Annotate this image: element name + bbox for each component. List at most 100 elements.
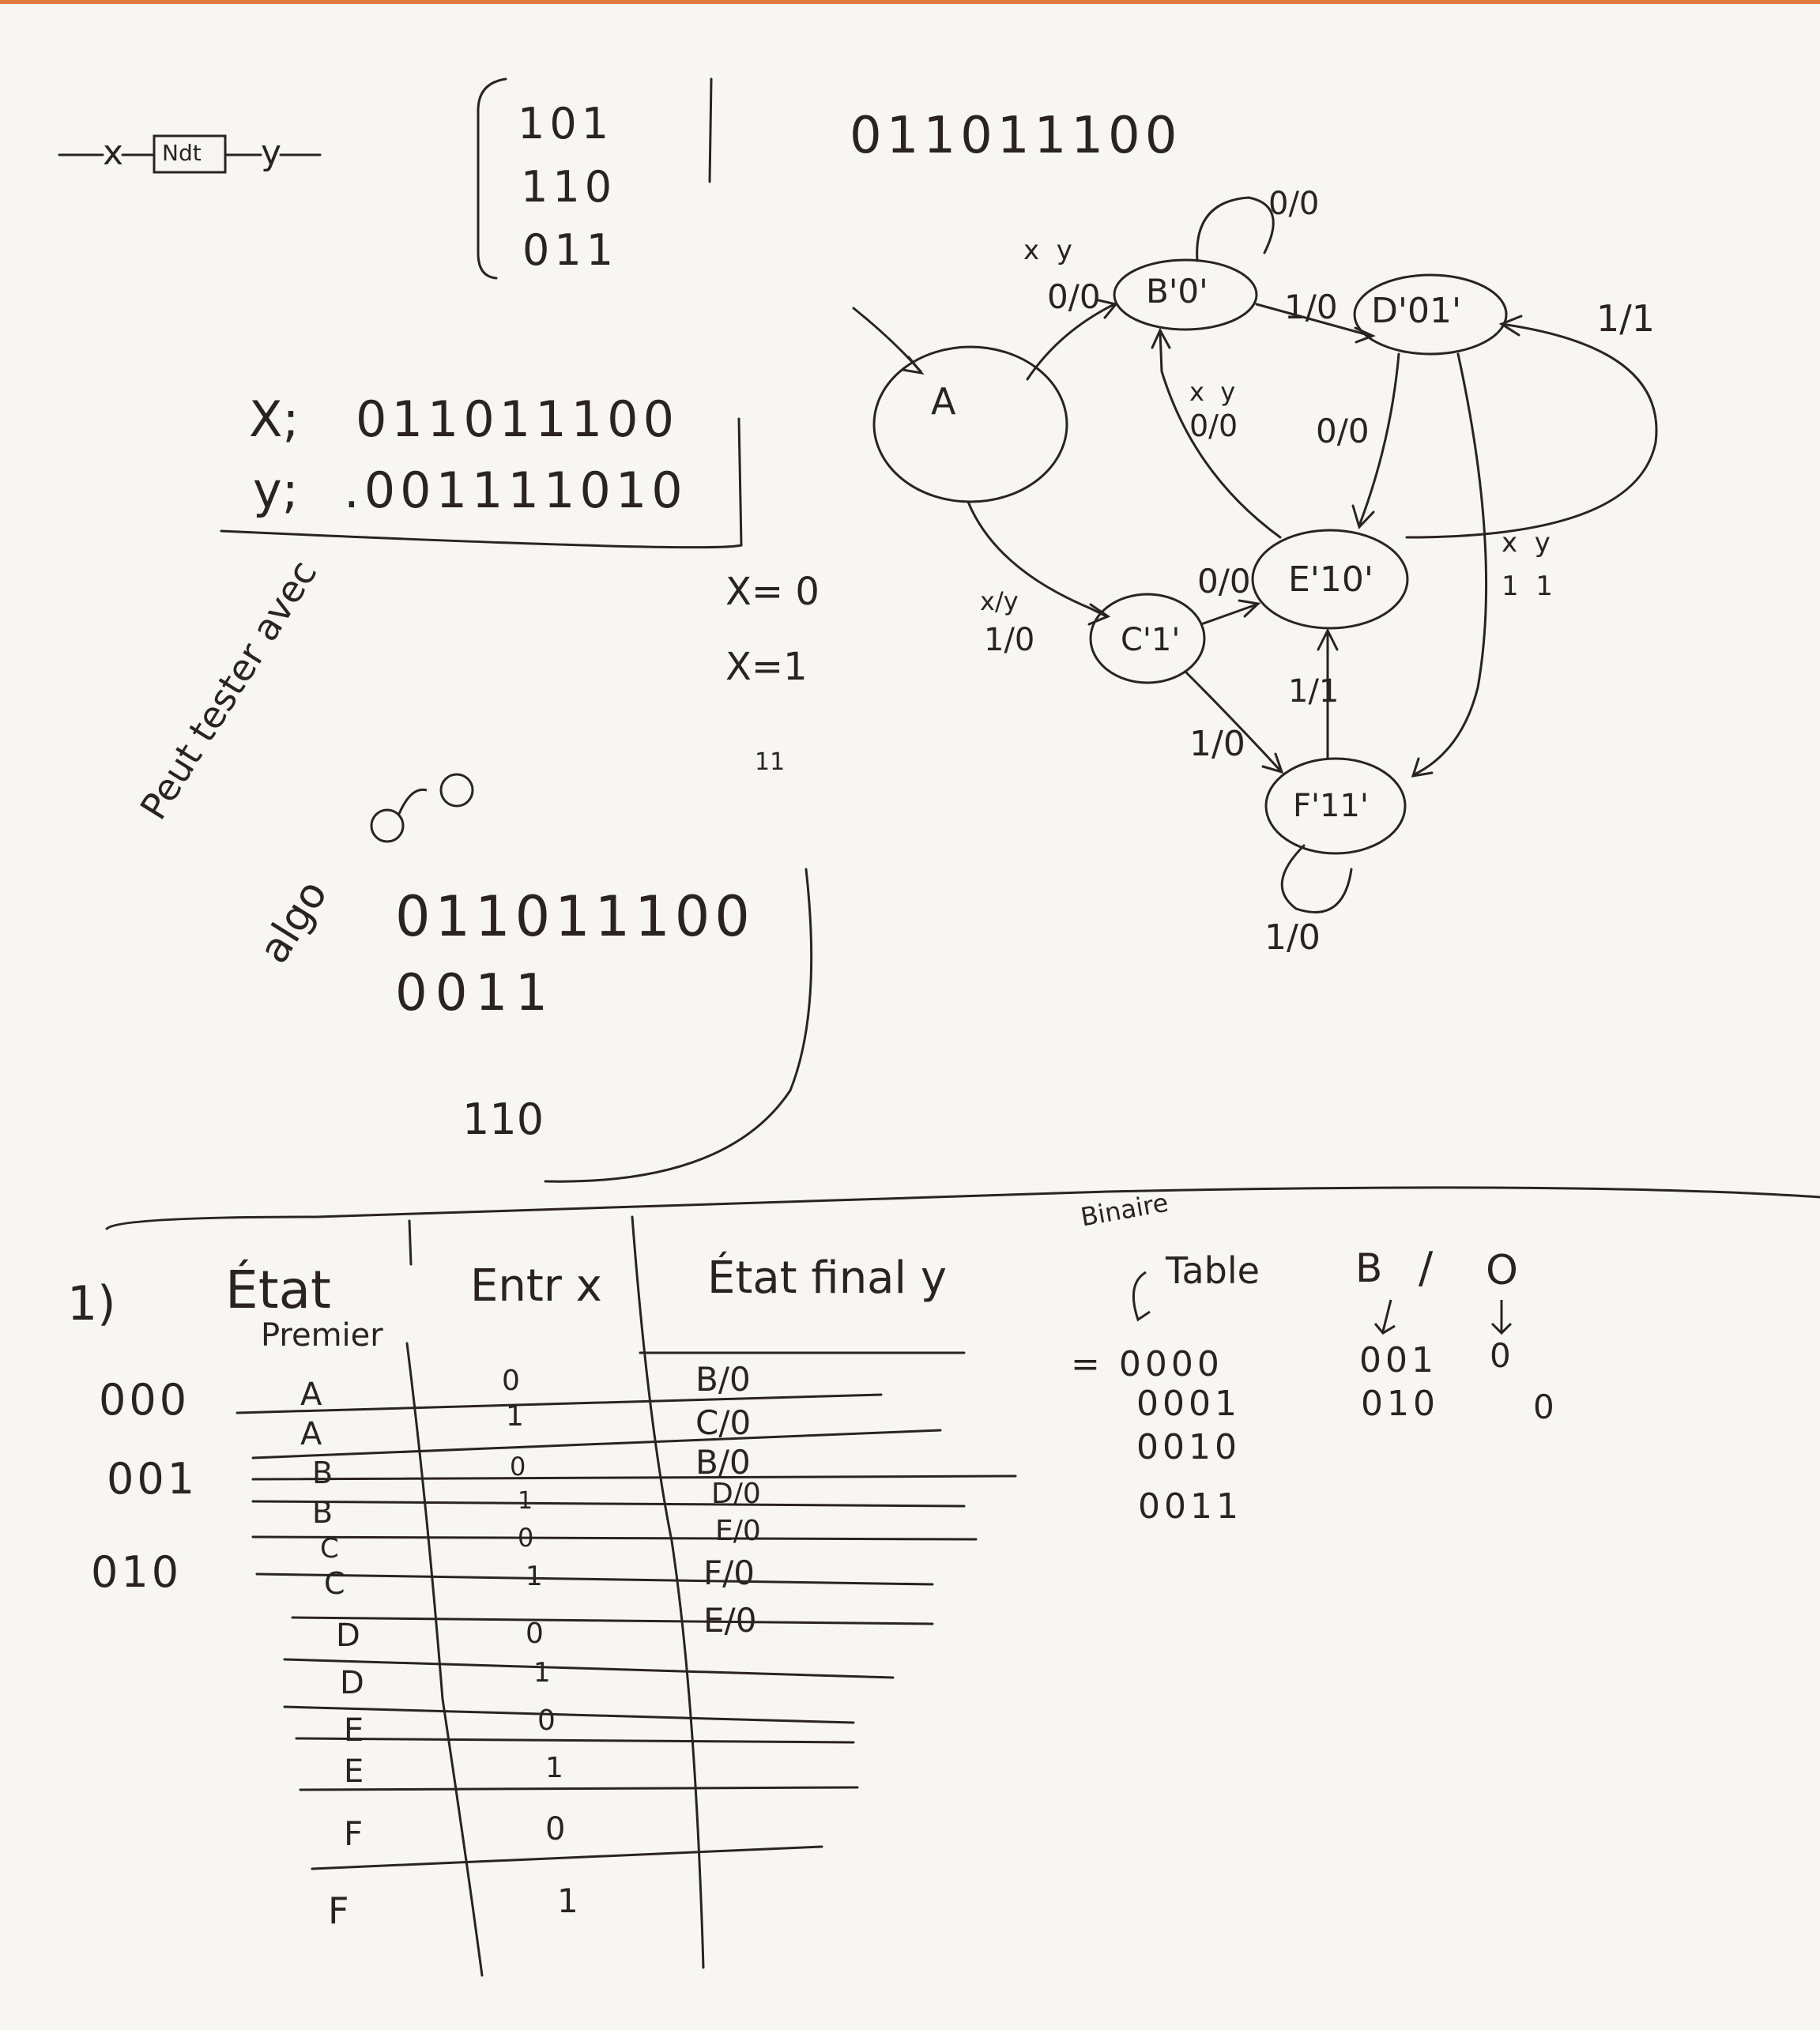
binary-value: 0001: [1136, 1384, 1241, 1424]
block-input-label: x: [103, 133, 124, 173]
binary-title-2: Table: [1166, 1249, 1260, 1292]
binary-value: 0011: [1138, 1486, 1242, 1527]
arrow-start: [852, 307, 922, 373]
row-state: F: [328, 1889, 349, 1932]
label-b-self: 0/0: [1268, 186, 1320, 222]
arrow-d-e: [1358, 352, 1400, 527]
row-input: 1: [506, 1400, 524, 1433]
label-f-e: 1/1: [1288, 673, 1340, 710]
label-a-c: 1/0: [984, 622, 1035, 658]
row-state: D: [340, 1665, 364, 1701]
x-sequence: 011011100: [356, 390, 680, 448]
binary-arrow-icon: [1132, 1271, 1151, 1322]
state-d-circle: [1353, 273, 1508, 356]
row-state: D: [336, 1618, 360, 1654]
state-c-circle: [1089, 593, 1206, 684]
state-f-circle: [1264, 757, 1407, 855]
row-state: C: [320, 1533, 339, 1565]
row-final: B/0: [695, 1443, 751, 1482]
arrow-b-self: [1196, 196, 1275, 262]
table-divider-3: [405, 1342, 484, 1977]
table-divider-1: [408, 1219, 413, 1266]
state-e-circle: [1251, 529, 1409, 630]
state-e-label: E'10': [1288, 559, 1373, 600]
arrow-c-f: [1184, 670, 1282, 772]
row-state: C: [324, 1566, 345, 1601]
row-input: 1: [533, 1657, 551, 1689]
binary-b-value: 001: [1359, 1340, 1438, 1380]
row-final: F/0: [703, 1554, 756, 1592]
row-input: 0: [518, 1523, 534, 1553]
x-prefix: X;: [249, 390, 300, 448]
row-input: 1: [526, 1561, 543, 1592]
sequence-top: 011011100: [850, 107, 1182, 165]
arrow-c-e: [1200, 603, 1258, 626]
state-a-label: A: [931, 380, 956, 423]
row-input: 0: [526, 1618, 544, 1650]
matrix-divider: [708, 77, 713, 183]
binary-o-value: 0: [1533, 1388, 1554, 1426]
row-input: 0: [545, 1811, 566, 1847]
arrow-e-d-loop: [1405, 322, 1658, 539]
label-a-b-header: x y: [1023, 235, 1072, 266]
table-header-final: État final y: [707, 1252, 947, 1304]
label-a-b: 0/0: [1047, 277, 1101, 316]
label-c-f: 1/0: [1189, 724, 1245, 764]
binary-slash: /: [1419, 1243, 1434, 1293]
arrow-f-self: [1280, 844, 1353, 913]
binary-o-value: 0: [1490, 1336, 1511, 1375]
arrow-e-b: [1159, 330, 1282, 539]
state-b-label: B'0': [1146, 272, 1208, 311]
work-line3: 110: [462, 1094, 544, 1144]
row-final: D/0: [711, 1478, 761, 1510]
b-arrow-icon: [1373, 1299, 1396, 1335]
work-line2: 0011: [395, 964, 556, 1023]
matrix-bracket: [477, 77, 507, 280]
row-state: B: [312, 1495, 333, 1530]
binary-value: 0010: [1136, 1427, 1241, 1467]
label-e-d-loop: 1/1: [1596, 297, 1656, 340]
work-line1: 011011100: [395, 884, 755, 949]
state-code: 000: [99, 1375, 190, 1425]
label-c-e: 0/0: [1197, 562, 1251, 601]
row-input: 1: [518, 1487, 533, 1515]
table-divider-2: [631, 1215, 705, 1969]
row-state: B: [312, 1456, 333, 1490]
label-d-f-header: x y: [1502, 527, 1551, 559]
state-b-circle: [1113, 258, 1258, 331]
row-input: 1: [557, 1881, 578, 1920]
matrix-row: 110: [521, 162, 617, 212]
state-a-circle: [872, 345, 1068, 503]
xy-box-border: [220, 417, 743, 549]
label-a-c-header: x/y: [980, 586, 1019, 616]
note-ticks: 11: [755, 748, 786, 776]
row-input: 0: [510, 1452, 526, 1482]
row-state: E: [344, 1712, 364, 1749]
matrix-row: 101: [518, 99, 614, 149]
row-state: A: [300, 1416, 322, 1452]
state-code: 001: [107, 1454, 198, 1504]
block-box-label: Ndt: [162, 140, 202, 166]
table-header-state-sub: Premier: [261, 1317, 383, 1354]
row-input: 1: [545, 1752, 563, 1784]
row-final: E/0: [703, 1601, 757, 1640]
o-arrow-icon: [1490, 1300, 1513, 1335]
matrix-row: 011: [522, 225, 619, 275]
label-e-b-header: x y: [1189, 377, 1236, 407]
binary-o-header: O: [1486, 1247, 1518, 1294]
arrow-d-f: [1413, 352, 1488, 776]
note-x0: X= 0: [725, 570, 820, 614]
row-final: E/0: [715, 1515, 761, 1547]
binary-b-header: B: [1355, 1245, 1383, 1291]
table-header-state: État: [225, 1260, 331, 1320]
label-f-self: 1/0: [1264, 917, 1321, 958]
state-c-label: C'1': [1121, 622, 1181, 658]
label-b-d: 1/0: [1284, 288, 1338, 326]
row-input: 0: [502, 1365, 520, 1397]
label-d-e: 0/0: [1316, 412, 1370, 450]
row-state: F: [344, 1814, 364, 1853]
separator-line: [105, 1186, 1820, 1230]
binary-value: = 0000: [1071, 1344, 1223, 1384]
row-input: 0: [537, 1704, 556, 1737]
